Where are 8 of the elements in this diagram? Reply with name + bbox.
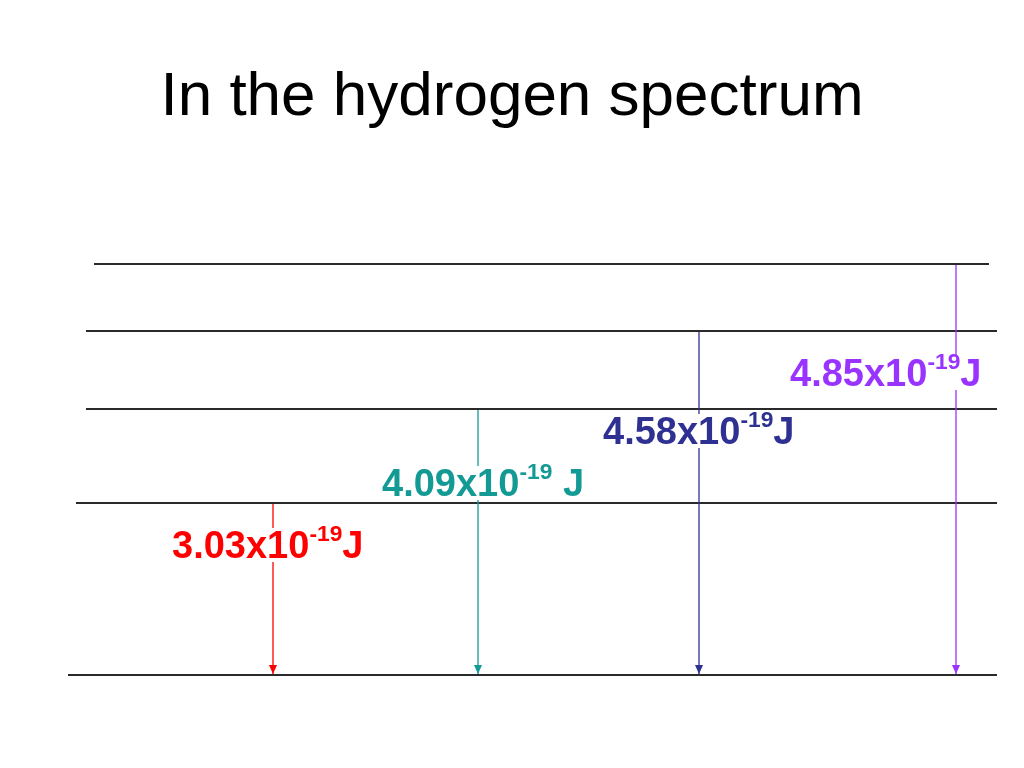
energy-level-line: [94, 263, 989, 265]
energy-level-line: [86, 330, 997, 332]
arrow: [952, 264, 960, 675]
energy-level-line: [86, 408, 997, 410]
arrow: [695, 331, 703, 675]
title: In the hydrogen spectrum: [160, 60, 864, 129]
energy-level-line: [68, 674, 997, 676]
energy-level-line: [76, 502, 997, 504]
